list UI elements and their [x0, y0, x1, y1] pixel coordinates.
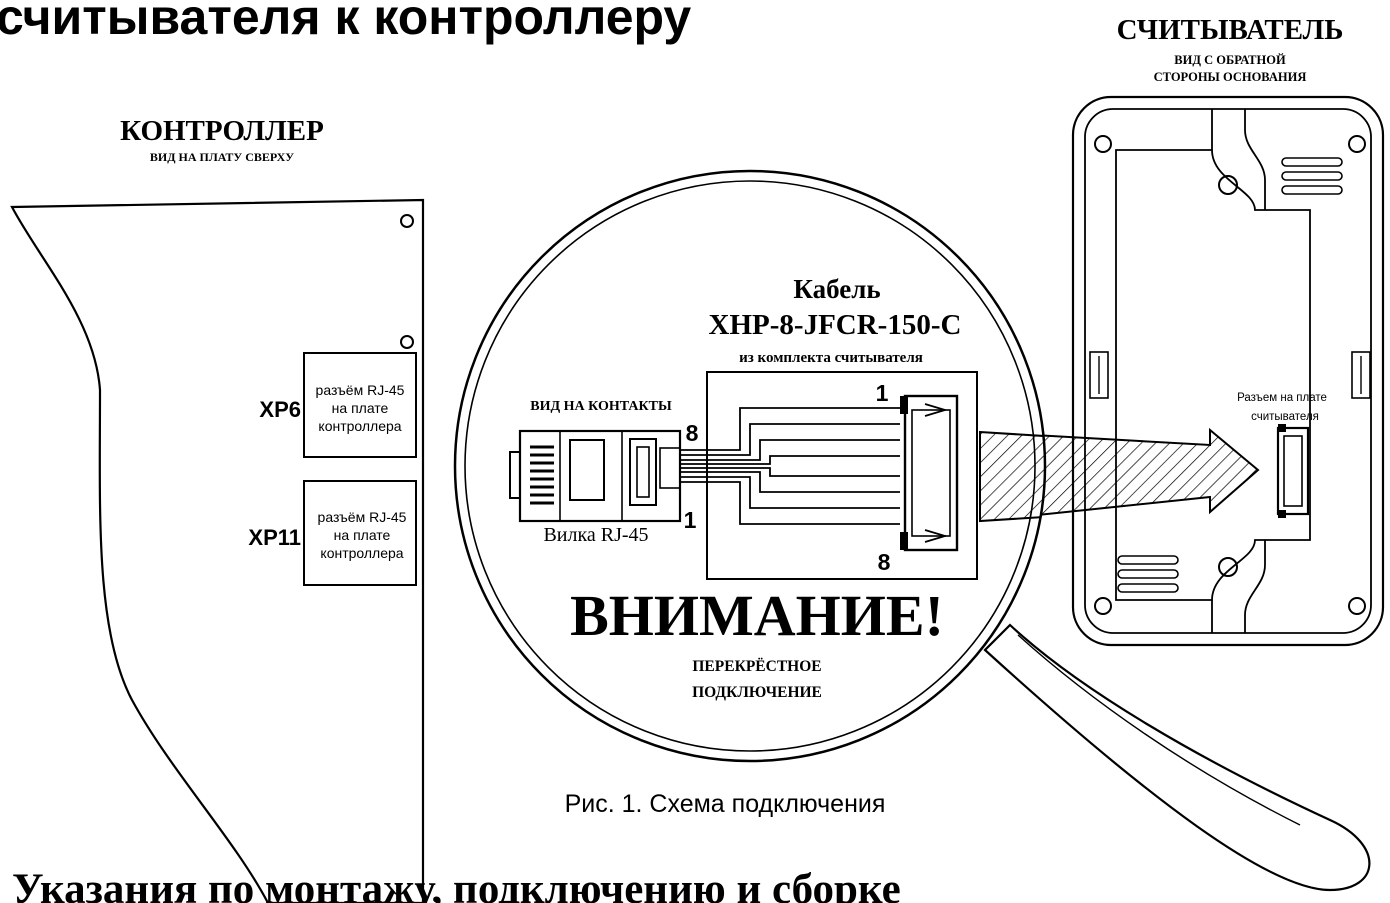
port-label-xp6: XP6	[259, 397, 301, 422]
svg-text:разъём RJ-45: разъём RJ-45	[318, 509, 407, 525]
warning-note-1: ПЕРЕКРЁСТНОЕ	[692, 658, 821, 675]
magnifier-handle	[983, 623, 1371, 892]
rj45-plug	[509, 429, 682, 523]
vent-slots-bottom	[1117, 555, 1179, 593]
latch-left	[1089, 351, 1109, 399]
contacts-view-label: ВИД НА КОНТАКТЫ	[530, 399, 672, 414]
svg-text:на плате: на плате	[334, 527, 391, 543]
plug-pin-first: 1	[684, 507, 697, 533]
screw-hole-icon	[1348, 135, 1366, 153]
cable-model: XHP-8-JFCR-150-C	[709, 309, 962, 341]
page-heading-bottom: Указания по монтажу, подключению и сборк…	[12, 866, 901, 903]
controller-subtitle: ВИД НА ПЛАТУ СВЕРХУ	[150, 150, 294, 164]
reader-connector-label-2: считывателя	[1251, 411, 1319, 423]
rj45-port-xp11	[303, 480, 417, 586]
connector-pin-last: 8	[878, 549, 891, 575]
figure-caption: Рис. 1. Схема подключения	[565, 790, 886, 818]
page-heading-top: считывателя к контроллеру	[0, 0, 691, 45]
screw-hole-icon	[1348, 597, 1366, 615]
reader-board-connector	[1276, 424, 1310, 518]
cable-wires	[680, 407, 900, 525]
svg-text:разъём RJ-45: разъём RJ-45	[316, 382, 405, 398]
svg-text:на плате: на плате	[332, 400, 389, 416]
screw-hole-icon	[1094, 135, 1112, 153]
svg-text:контроллера: контроллера	[320, 545, 403, 561]
vent-slots-top	[1281, 157, 1343, 195]
screw-hole-icon	[1218, 557, 1238, 577]
reader-title: СЧИТЫВАТЕЛЬ	[1117, 14, 1344, 46]
screw-hole-icon	[1218, 175, 1238, 195]
cable-note: из комплекта считывателя	[739, 350, 923, 366]
svg-text:контроллера: контроллера	[318, 418, 401, 434]
reader-base	[1071, 95, 1385, 647]
connector-pin-first: 1	[876, 380, 889, 406]
reader-connector-label-1: Разъем на плате	[1237, 392, 1327, 404]
plug-pin-last: 8	[686, 420, 699, 446]
mount-hole-icon	[400, 335, 414, 349]
port-label-xp11: XP11	[248, 525, 301, 550]
controller-title: КОНТРОЛЛЕР	[120, 115, 324, 147]
warning-text: ВНИМАНИЕ!	[570, 583, 944, 648]
rj45-port-xp6	[303, 352, 417, 458]
reader-subtitle-2: СТОРОНЫ ОСНОВАНИЯ	[1154, 70, 1307, 84]
xhp-connector	[900, 394, 959, 552]
controller-board: разъём RJ-45 на плате контроллера XP6 ра…	[10, 198, 425, 903]
mount-hole-icon	[400, 214, 414, 228]
screw-hole-icon	[1094, 597, 1112, 615]
latch-right	[1351, 351, 1371, 399]
warning-note-2: ПОДКЛЮЧЕНИЕ	[692, 684, 822, 701]
cable-label: Кабель	[793, 274, 880, 304]
reader-subtitle-1: ВИД С ОБРАТНОЙ	[1174, 53, 1286, 67]
plug-label: Вилка RJ-45	[543, 524, 648, 546]
